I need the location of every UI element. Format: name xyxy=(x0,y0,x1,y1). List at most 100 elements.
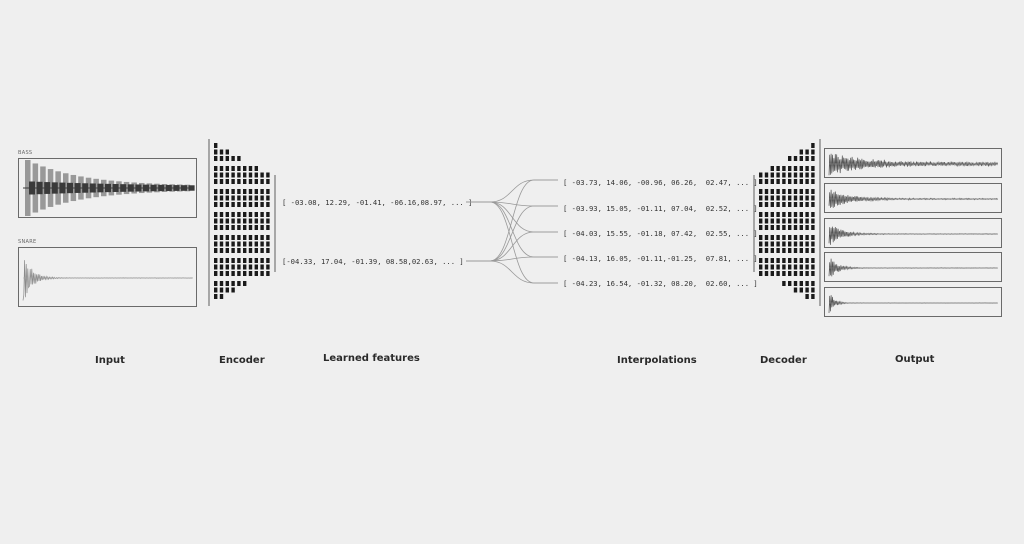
encoder-neuron xyxy=(237,281,241,286)
decoder-neuron xyxy=(805,271,809,276)
connector-curve xyxy=(489,201,558,284)
snare-waveform-graphic xyxy=(22,260,193,301)
encoder-neuron xyxy=(214,218,218,224)
decoder-neuron xyxy=(788,264,792,270)
decoder-neuron xyxy=(770,241,774,247)
encoder-neuron xyxy=(248,195,253,201)
learned-feature-vector-2: [-04.33, 17.04, -01.39, 08.58,02.63, ...… xyxy=(282,257,464,266)
encoder-neuron xyxy=(214,258,218,263)
decoder-neuron xyxy=(805,218,809,224)
decoder-neuron xyxy=(805,149,809,155)
decoder-neuron xyxy=(811,143,815,148)
encoder-neuron xyxy=(237,258,241,263)
encoder-neuron xyxy=(231,202,235,207)
encoder-neuron xyxy=(260,235,264,240)
decoder-neuron xyxy=(759,271,763,276)
decoder-neuron xyxy=(805,195,809,201)
decoder-neuron xyxy=(776,172,780,178)
output-waveform-graphic-2 xyxy=(828,189,998,208)
output-wave-path xyxy=(828,226,998,245)
decoder-neuron xyxy=(805,225,809,230)
decoder-neuron xyxy=(788,248,792,253)
encoder-neuron xyxy=(260,264,264,270)
encoder-neuron xyxy=(214,172,218,178)
decoder-neuron xyxy=(770,264,774,270)
encoder-neuron xyxy=(214,195,218,201)
encoder-neuron xyxy=(219,179,224,184)
encoder-neuron xyxy=(237,195,241,201)
decoder-neuron xyxy=(776,225,780,230)
decoder-neuron xyxy=(793,287,798,293)
decoder-neuron xyxy=(782,218,786,224)
stage-label-input: Input xyxy=(95,355,125,366)
decoder-neuron xyxy=(770,179,774,184)
encoder-neuron xyxy=(231,212,235,217)
encoder-neuron xyxy=(266,195,270,201)
encoder-neuron xyxy=(254,195,258,201)
decoder-neuron xyxy=(782,189,786,194)
output-waveform-graphic-5 xyxy=(828,295,998,314)
decoder-neuron xyxy=(759,195,763,201)
stage-label-decoder: Decoder xyxy=(760,355,807,366)
encoder-neuron xyxy=(219,264,224,270)
encoder-network xyxy=(208,139,276,306)
encoder-neuron xyxy=(219,172,224,178)
decoder-neuron xyxy=(759,189,763,194)
decoder-neuron xyxy=(799,271,803,276)
decoder-neuron xyxy=(776,189,780,194)
connector-curve xyxy=(489,260,558,284)
encoder-neuron xyxy=(248,241,253,247)
decoder-neuron xyxy=(770,202,774,207)
decoder-neuron xyxy=(776,195,780,201)
decoder-neuron xyxy=(799,149,803,155)
decoder-neuron xyxy=(782,281,786,286)
output-waveform-2 xyxy=(824,183,1002,213)
bass-waveform-graphic xyxy=(23,160,195,216)
decoder-neuron xyxy=(805,241,809,247)
decoder-neuron xyxy=(811,172,815,178)
encoder-neuron xyxy=(219,195,224,201)
decoder-neuron xyxy=(770,235,774,240)
decoder-neuron xyxy=(799,225,803,230)
decoder-neuron xyxy=(793,271,798,276)
decoder-neuron xyxy=(805,287,809,293)
encoder-neuron xyxy=(260,195,264,201)
decoder-neuron xyxy=(776,264,780,270)
encoder-neuron xyxy=(219,281,224,286)
decoder-neuron xyxy=(759,225,763,230)
encoder-neuron xyxy=(260,179,264,184)
decoder-neuron xyxy=(776,179,780,184)
encoder-neuron xyxy=(260,202,264,207)
encoder-neuron xyxy=(219,287,224,293)
encoder-neuron xyxy=(254,166,258,171)
encoder-neuron xyxy=(237,172,241,178)
connector-curve xyxy=(489,179,558,262)
decoder-neuron xyxy=(788,172,792,178)
encoder-neuron xyxy=(254,189,258,194)
decoder-neuron xyxy=(788,235,792,240)
encoder-neuron xyxy=(266,212,270,217)
encoder-neuron xyxy=(254,241,258,247)
encoder-neuron xyxy=(219,241,224,247)
encoder-neuron xyxy=(231,179,235,184)
encoder-neuron xyxy=(225,189,229,194)
encoder-neuron xyxy=(214,202,218,207)
encoder-neuron xyxy=(248,212,253,217)
decoder-neuron xyxy=(782,212,786,217)
output-wave-path xyxy=(828,153,999,176)
decoder-neuron xyxy=(811,241,815,247)
decoder-neuron xyxy=(776,241,780,247)
encoder-neuron xyxy=(214,212,218,217)
decoder-neuron xyxy=(776,235,780,240)
decoder-neuron xyxy=(811,166,815,171)
encoder-neuron xyxy=(266,218,270,224)
encoder-neuron xyxy=(225,264,229,270)
encoder-neuron xyxy=(260,241,264,247)
connector-curve xyxy=(489,205,558,262)
encoder-neuron xyxy=(219,218,224,224)
decoder-neuron xyxy=(788,156,792,161)
encoder-neuron xyxy=(225,281,229,286)
encoder-neuron xyxy=(243,172,247,178)
decoder-neuron xyxy=(793,195,798,201)
encoder-neuron xyxy=(243,189,247,194)
